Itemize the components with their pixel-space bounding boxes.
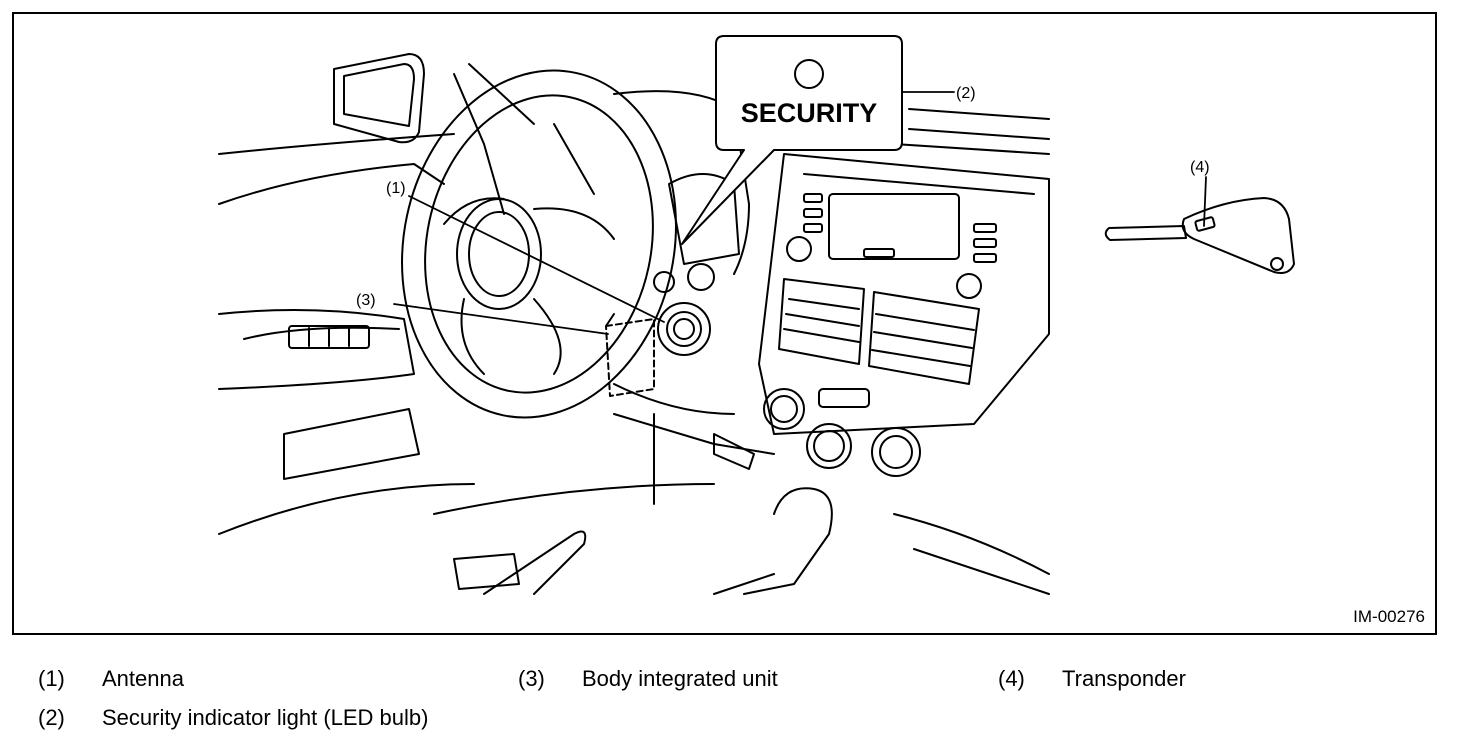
leader-lines xyxy=(393,91,1207,335)
legend: (1) Antenna (2) Security indicator light… xyxy=(0,660,1472,746)
legend-num: (4) xyxy=(998,666,1025,691)
callout-3: (3) xyxy=(356,292,376,309)
door-outline xyxy=(218,53,535,535)
legend-num: (3) xyxy=(518,666,545,691)
security-indicator-callout xyxy=(681,35,903,245)
dash-top-lines xyxy=(893,108,1050,155)
air-vents xyxy=(778,278,980,385)
door-switch-panel xyxy=(288,325,370,349)
legend-label: Security indicator light (LED bulb) xyxy=(102,705,429,730)
transponder-key xyxy=(1104,197,1295,274)
callout-2: (2) xyxy=(956,85,976,102)
callout-1: (1) xyxy=(386,180,406,197)
legend-label: Body integrated unit xyxy=(582,666,778,691)
steering-wheel xyxy=(401,69,677,419)
diagram-frame: SECURITY (1) (2) (3) (4) IM-00276 xyxy=(12,12,1437,635)
legend-label: Transponder xyxy=(1062,666,1186,691)
security-indicator-label: SECURITY xyxy=(741,98,878,128)
climate-knobs xyxy=(763,388,921,477)
center-console xyxy=(758,153,1050,435)
body-integrated-unit xyxy=(605,313,655,397)
figure-id: IM-00276 xyxy=(1353,607,1425,626)
lower-dashboard xyxy=(433,383,775,595)
antenna-ring xyxy=(657,302,711,356)
shifter xyxy=(713,487,1050,595)
legend-label: Antenna xyxy=(102,666,184,691)
legend-num: (2) xyxy=(38,705,65,730)
car-interior-illustration: SECURITY (1) (2) (3) (4) xyxy=(218,35,1295,595)
callout-4: (4) xyxy=(1190,159,1210,176)
led-bulb-icon xyxy=(794,59,824,89)
legend-num: (1) xyxy=(38,666,65,691)
